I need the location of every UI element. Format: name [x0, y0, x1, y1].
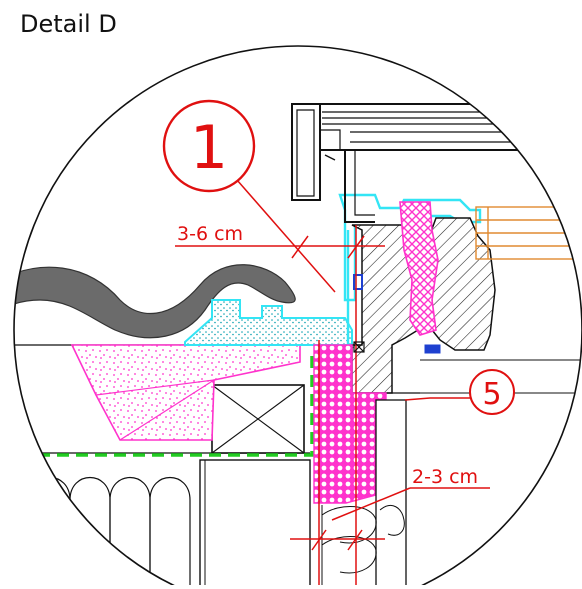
roof-tile	[14, 264, 296, 339]
flashing-profile	[184, 299, 353, 346]
callout-1-leader	[236, 179, 336, 293]
callout-5-number: 5	[482, 377, 501, 412]
callout-1: 1	[162, 99, 256, 193]
dimension-3-6cm	[175, 235, 385, 259]
skylight-housing	[291, 103, 582, 223]
dimension-label-2-3cm: 2-3 cm	[412, 466, 478, 488]
timber-post	[199, 459, 311, 589]
window-timber	[475, 206, 582, 260]
callout-5: 5	[469, 369, 515, 415]
fastener-markers	[353, 341, 365, 353]
section-content	[14, 103, 582, 589]
timber-beam	[211, 384, 305, 454]
sealing-tape	[399, 201, 439, 336]
wall-layers	[321, 399, 407, 589]
window-sash	[427, 217, 496, 351]
detail-circle	[13, 45, 582, 589]
batt-insulation	[29, 476, 191, 585]
callout-5-leader	[404, 397, 470, 401]
foam-wedge	[70, 344, 301, 441]
callout-1-number: 1	[190, 113, 228, 183]
detail-title: Detail D	[20, 10, 117, 38]
dimension-2-3cm	[290, 487, 490, 551]
dimension-label-3-6cm: 3-6 cm	[177, 223, 243, 245]
membrane-line	[14, 350, 314, 457]
